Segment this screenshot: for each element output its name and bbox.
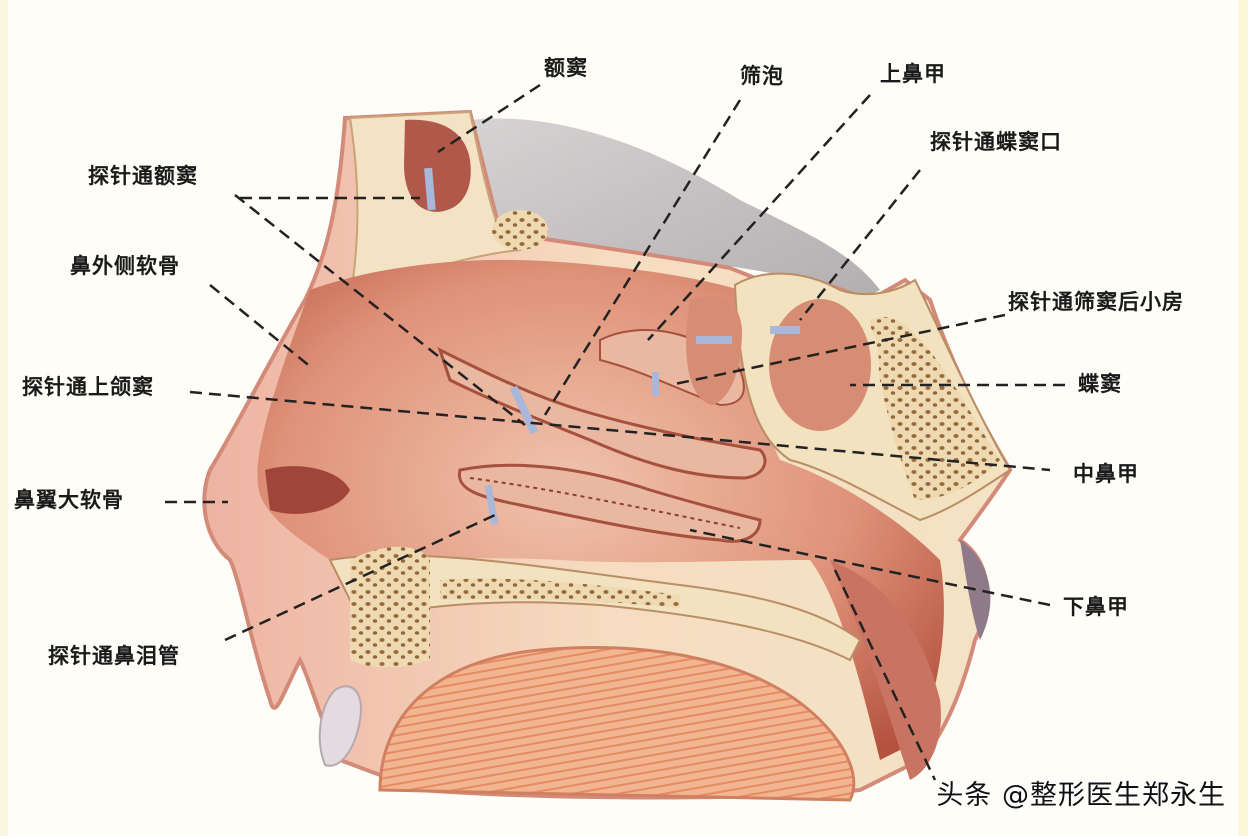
label-ethmoid-bulla: 筛泡	[740, 64, 784, 88]
leader-lines	[165, 83, 1065, 781]
probe-frontal	[424, 167, 436, 211]
probe-posterior-ethmoid	[696, 336, 732, 344]
label-probe-posterior-ethmoid-cells: 探针通筛窦后小房	[1008, 290, 1184, 314]
turbinate-bone-line	[469, 477, 741, 529]
brain-region	[470, 118, 880, 300]
label-frontal-sinus: 额窦	[544, 56, 588, 80]
incisor-tooth	[318, 685, 362, 767]
sphenoid-sinus	[761, 291, 879, 439]
label-probe-frontal-sinus: 探针通额窦	[88, 164, 198, 188]
left-edge-tint	[0, 0, 8, 836]
label-probe-sphenoid-ostium: 探针通蝶窦口	[930, 130, 1062, 154]
label-lateral-nasal-cartilage: 鼻外侧软骨	[70, 254, 180, 278]
inferior-turbinate	[457, 463, 762, 543]
watermark: 头条 @整形医生郑永生	[936, 780, 1226, 811]
label-major-alar-cartilage: 鼻翼大软骨	[14, 488, 124, 512]
label-sphenoid-sinus: 蝶窦	[1078, 372, 1122, 396]
label-probe-maxillary-sinus: 探针通上颌窦	[22, 375, 154, 399]
pharynx	[830, 560, 941, 780]
tongue	[378, 646, 856, 802]
nostril	[265, 466, 350, 514]
probe-nasolacrimal	[484, 484, 499, 526]
palate-spongy-bone	[440, 578, 680, 608]
sphenoid-spongy-bone	[870, 316, 1000, 500]
label-inferior-turbinate: 下鼻甲	[1063, 595, 1129, 619]
probe-ethmoid	[652, 372, 659, 396]
maxilla-spongy-bone	[350, 546, 430, 668]
right-edge-tint	[1238, 0, 1248, 836]
probe-sphenoid	[770, 326, 800, 334]
label-superior-turbinate: 上鼻甲	[880, 62, 946, 86]
frontal-spongy-bone	[492, 210, 548, 250]
label-middle-turbinate: 中鼻甲	[1073, 462, 1139, 486]
label-probe-nasolacrimal-duct: 探针通鼻泪管	[48, 644, 180, 668]
